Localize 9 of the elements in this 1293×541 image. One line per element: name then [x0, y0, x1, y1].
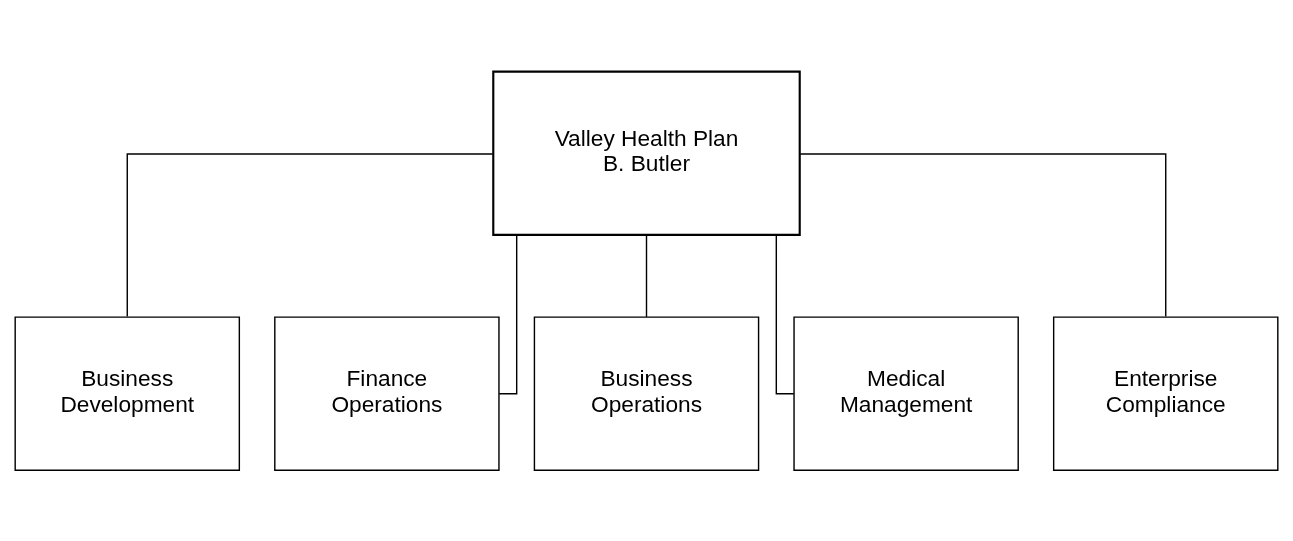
connector	[645, 234, 648, 318]
connector	[126, 152, 494, 317]
connector	[799, 152, 1167, 317]
node-box: Enterprise Compliance	[1052, 315, 1279, 471]
node-box: Valley Health Plan B. Butler	[492, 70, 801, 236]
node-box: Medical Management	[793, 315, 1019, 471]
node-box: Finance Operations	[274, 315, 500, 471]
node-box: Business Operations	[533, 315, 760, 471]
node-box: Business Development	[14, 315, 241, 471]
